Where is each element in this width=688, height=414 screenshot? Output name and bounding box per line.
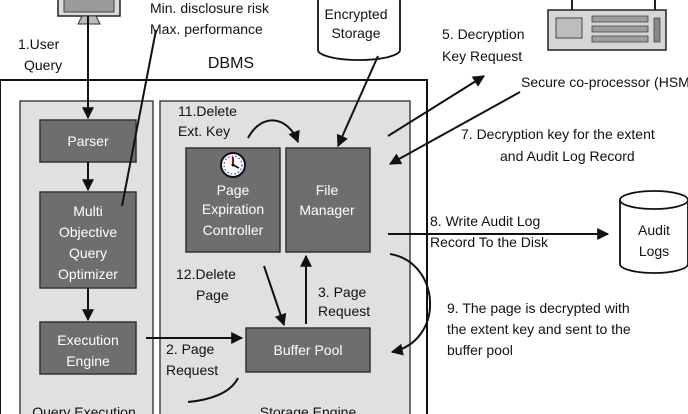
step-8-label-1: 8. Write Audit Log — [430, 213, 540, 229]
user-query-label-2: Query — [24, 57, 62, 73]
goal-label-2: Max. performance — [150, 21, 263, 37]
step-12-label-1: 12.Delete — [176, 266, 236, 282]
optimizer-box — [39, 191, 137, 289]
step-7-label-1: 7. Decryption key for the extent — [461, 126, 655, 142]
execution-engine-box — [39, 321, 137, 375]
page-expiration-label-1: Page — [217, 182, 250, 198]
arrow-storage-to-file-manager — [336, 55, 379, 148]
user-query-label-1: 1.User — [18, 36, 60, 52]
query-execution-label: Query Execution — [32, 404, 136, 414]
optimizer-label-3: Query — [69, 245, 107, 261]
clock-icon — [220, 152, 246, 178]
parser-label: Parser — [67, 133, 109, 149]
dbms-title: DBMS — [208, 55, 254, 72]
step-12-label-2: Page — [196, 287, 229, 303]
step-7-label-2: and Audit Log Record — [500, 148, 635, 164]
database-icon: Audit Logs — [619, 190, 688, 274]
step-2-label-2: Request — [166, 362, 218, 378]
arrow-decrypt-to-buffer — [389, 253, 431, 356]
optimizer-label-2: Objective — [59, 224, 118, 240]
step-5-label-2: Key Request — [442, 48, 522, 64]
execution-engine-label-2: Engine — [66, 353, 110, 369]
execution-engine-label-1: Execution — [57, 332, 118, 348]
storage-label-2: Storage — [331, 25, 380, 41]
file-manager-label-2: Manager — [299, 202, 355, 218]
optimizer-label-1: Multi — [73, 203, 103, 219]
audit-logs-label-1: Audit — [638, 222, 670, 238]
step-3-label-1: 3. Page — [318, 284, 366, 300]
storage-label-1: Encrypted — [324, 6, 387, 22]
step-11-label-1: 11.Delete — [178, 103, 237, 119]
step-9-label-3: buffer pool — [447, 342, 513, 358]
page-expiration-label-2: Expiration — [202, 201, 264, 217]
buffer-pool-label: Buffer Pool — [273, 342, 342, 358]
buffer-pool-box — [245, 327, 371, 373]
file-manager-label-1: File — [316, 182, 339, 198]
storage-engine-label: Storage Engine — [260, 404, 357, 414]
arrow-delete-page — [263, 265, 287, 327]
step-5-label-1: 5. Decryption — [442, 26, 524, 42]
page-expiration-label-3: Controller — [203, 222, 264, 238]
goal-label-1: Min. disclosure risk — [150, 0, 270, 16]
step-8-label-2: Record To the Disk — [430, 234, 549, 250]
arrow-key-request — [387, 75, 486, 137]
return-curve — [187, 377, 239, 403]
hsm-label: Secure co-processor (HSM) — [521, 74, 688, 90]
step-9-label-2: the extent key and sent to the — [447, 321, 631, 337]
optimizer-label-4: Optimizer — [58, 266, 118, 282]
audit-logs-label-2: Logs — [639, 243, 669, 259]
arrow-key-response — [388, 91, 521, 165]
server-icon — [547, 0, 667, 51]
step-3-label-2: Request — [318, 303, 370, 319]
step-11-label-2: Ext. Key — [178, 123, 230, 139]
encrypted-storage: Encrypted Storage — [317, 0, 401, 61]
arrow-delete-ext-key — [247, 119, 300, 144]
goal-pointer-line — [121, 29, 157, 207]
file-manager-box — [285, 147, 371, 253]
step-9-label-1: 9. The page is decrypted with — [447, 300, 630, 316]
step-2-label-1: 2. Page — [166, 341, 214, 357]
